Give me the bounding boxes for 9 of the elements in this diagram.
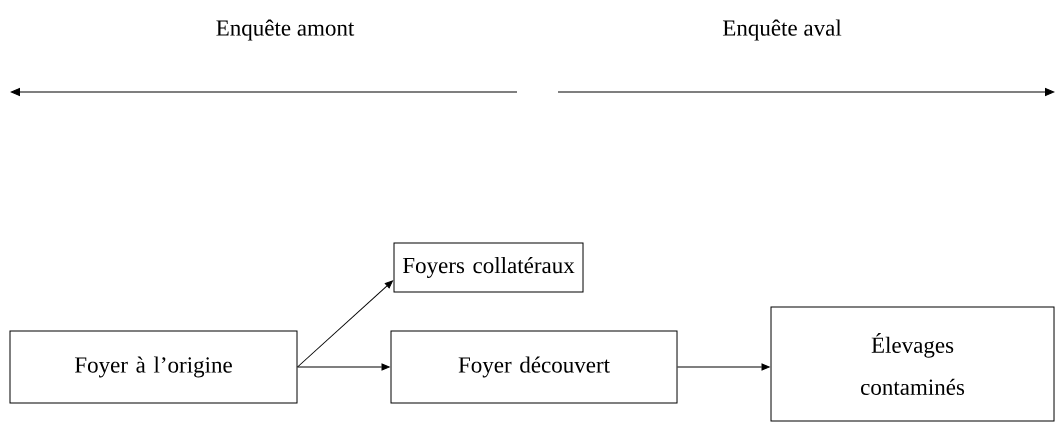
process-box: Foyer à l’origine: [9, 330, 298, 404]
heading-label: Enquête amont: [216, 19, 355, 41]
arrow: [297, 363, 390, 371]
process-box: Élevages contaminés: [770, 306, 1055, 422]
arrow: [297, 280, 393, 368]
process-box: Foyers collatéraux: [393, 242, 584, 293]
process-box: Foyer découvert: [390, 330, 678, 404]
heading-label: Enquête aval: [722, 19, 842, 41]
arrow: [677, 363, 770, 371]
